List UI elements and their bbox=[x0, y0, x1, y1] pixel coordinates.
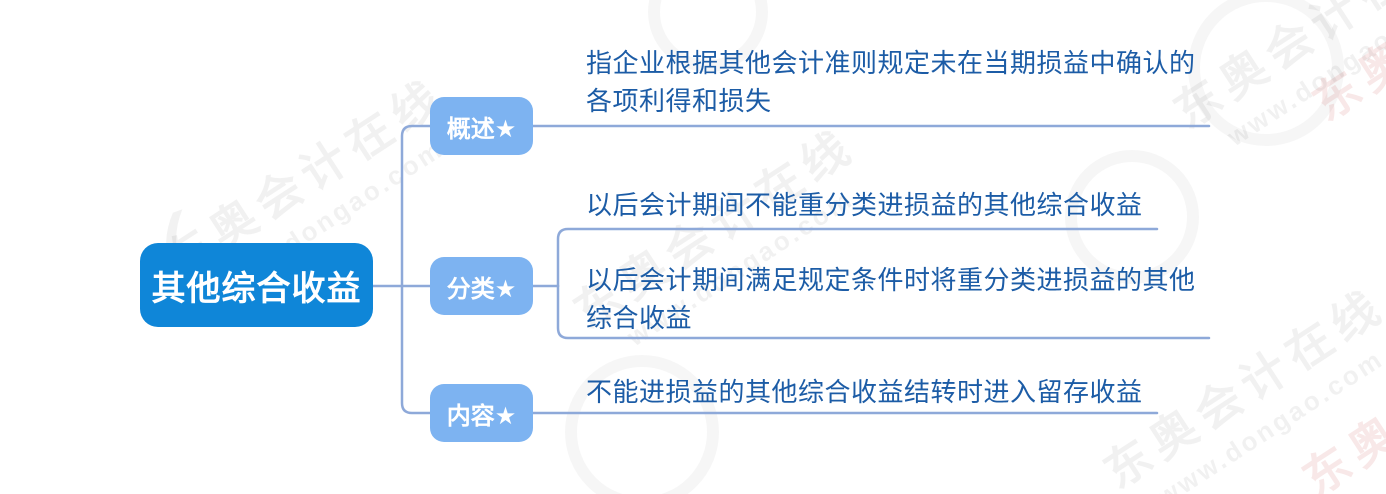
leaf-text-classification-detail-1: 以后会计期间不能重分类进损益的其他综合收益 bbox=[586, 190, 1143, 220]
connector-root-to-content bbox=[400, 284, 432, 415]
connector-root-to-overview bbox=[400, 124, 432, 288]
root-topic-label: 其他综合收益 bbox=[151, 269, 362, 308]
branch-topic-content: 内容★ bbox=[430, 384, 533, 442]
branch-topic-label: 概述★ bbox=[446, 115, 517, 143]
leaf-text-classification-detail-2: 以后会计期间满足规定条件时将重分类进损益的其他综合收益 bbox=[586, 265, 1196, 333]
leaf-text-overview-detail: 指企业根据其他会计准则规定未在当期损益中确认的各项利得和损失 bbox=[586, 48, 1196, 116]
branch-topic-label: 内容★ bbox=[446, 402, 517, 430]
underline-classification-detail-2 bbox=[556, 284, 1211, 340]
branch-topic-overview: 概述★ bbox=[430, 97, 533, 155]
underline-classification-detail-1 bbox=[556, 227, 1159, 288]
branch-topic-classification: 分类★ bbox=[430, 257, 533, 315]
root-topic-other-comprehensive-income: 其他综合收益 bbox=[140, 243, 373, 327]
branch-topic-label: 分类★ bbox=[446, 275, 517, 303]
leaf-text-content-detail: 不能进损益的其他综合收益结转时进入留存收益 bbox=[586, 377, 1143, 407]
